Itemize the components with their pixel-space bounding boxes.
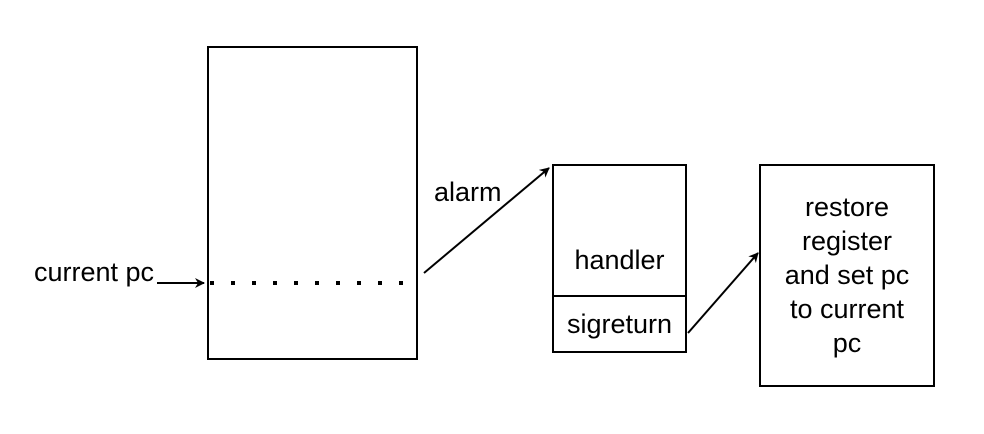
- restore-line: restore: [804, 192, 890, 222]
- sigreturn-arrow: [687, 252, 759, 334]
- restore-line: register: [801, 226, 893, 256]
- sigreturn-label: sigreturn: [566, 309, 673, 339]
- restore-line: and set pc: [784, 260, 910, 290]
- restore-line: pc: [832, 328, 862, 358]
- restore-text: restore register and set pc to current p…: [760, 190, 934, 360]
- handler-label: handler: [574, 245, 665, 275]
- alarm-arrow: [423, 167, 550, 274]
- program-box: [207, 46, 418, 360]
- handler-box: [552, 164, 687, 353]
- restore-box: [759, 164, 935, 387]
- current-pc-label: current pc: [34, 257, 155, 287]
- alarm-label: alarm: [434, 177, 502, 207]
- restore-line: to current: [789, 294, 905, 324]
